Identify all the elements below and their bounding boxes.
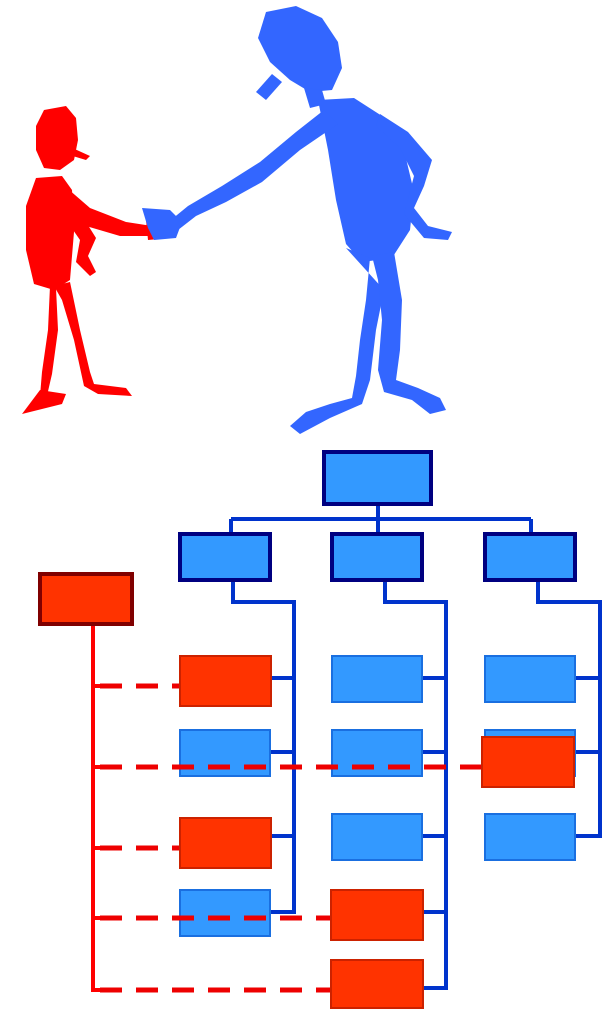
red-unit-box-c1-3 <box>179 817 272 869</box>
red-unit-box-c3-2 <box>481 736 575 788</box>
unit-box-c3-3 <box>484 813 576 861</box>
division-box-1 <box>178 532 272 582</box>
blue-person-head <box>258 6 342 92</box>
division-box-3 <box>483 532 577 582</box>
unit-box-c2-1 <box>331 655 423 703</box>
blue-person-figure <box>142 6 452 434</box>
red-unit-box-c2-5 <box>330 959 424 1009</box>
org-chart <box>38 450 602 1009</box>
root-box <box>322 450 433 506</box>
red-person-leg-left <box>24 282 58 412</box>
red-person-head <box>36 106 78 170</box>
red-person-foot-left <box>22 390 66 414</box>
red-unit-box-c1-1 <box>179 655 272 707</box>
red-person-arm-left <box>62 196 96 276</box>
red-person-nose <box>66 146 90 160</box>
red-person-leg-right <box>54 282 132 396</box>
blue-person-leg-right <box>372 252 446 414</box>
unit-box-c2-3 <box>331 813 423 861</box>
blue-person-nose <box>256 74 282 100</box>
blue-person-hand <box>142 208 182 240</box>
blue-person-arm-right <box>376 114 452 240</box>
unit-box-c1-2 <box>179 889 271 937</box>
dashed-links <box>100 683 482 993</box>
unit-box-c3-1 <box>484 655 576 703</box>
unit-box-c2-2 <box>331 729 423 777</box>
red-unit-box-c2-4 <box>330 889 424 941</box>
blue-person-arm-left <box>166 110 338 230</box>
red-person-figure <box>22 106 176 414</box>
external-connector <box>91 625 120 992</box>
blue-person-torso <box>318 98 414 262</box>
external-unit-box <box>38 572 134 626</box>
division-box-2 <box>330 532 424 582</box>
tree-connectors <box>229 504 602 990</box>
blue-person-leg-left <box>290 248 384 434</box>
